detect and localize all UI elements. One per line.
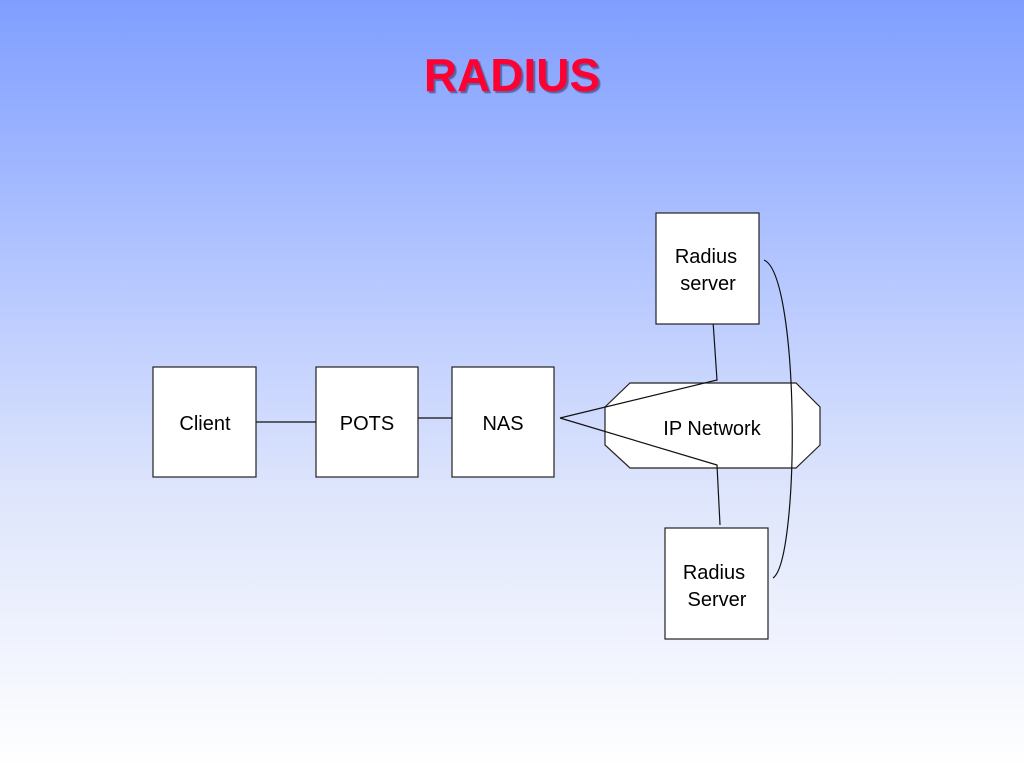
nas-box xyxy=(451,366,555,478)
client-box xyxy=(152,366,257,478)
edge-radius-top-bottom xyxy=(763,259,793,579)
nas-label: NAS xyxy=(482,413,523,435)
ip-network-shape xyxy=(604,382,821,469)
ip-network-label: IP Network xyxy=(663,418,761,440)
pots-label: POTS xyxy=(340,413,394,435)
radius-server-bottom-box xyxy=(664,527,769,640)
radius-server-top-box xyxy=(655,212,760,325)
radius-server-bottom-label-line1: Radius xyxy=(683,562,745,584)
radius-server-bottom-label-line2: Server xyxy=(688,589,747,611)
radius-server-top-label-line1: Radius xyxy=(675,246,737,268)
radius-server-top-label-line2: server xyxy=(680,273,736,295)
edge-nas-radius-top xyxy=(559,320,718,419)
client-label: Client xyxy=(179,413,231,435)
pots-box xyxy=(315,366,419,478)
slide-title: RADIUS xyxy=(423,49,601,101)
edge-nas-radius-bottom xyxy=(559,417,721,526)
